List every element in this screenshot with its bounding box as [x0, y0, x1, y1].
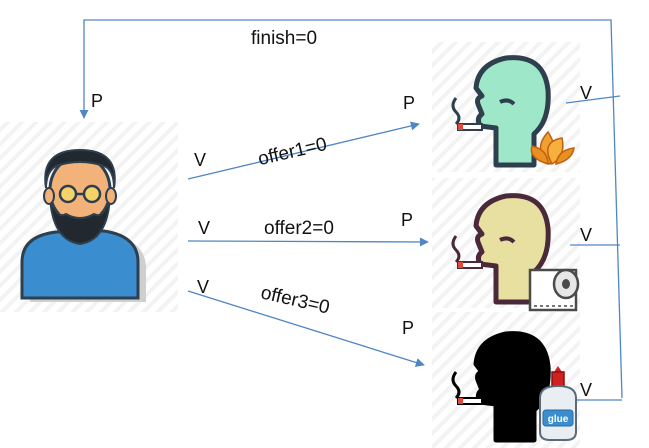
tobacco-leaf-icon	[530, 130, 575, 166]
p-label-offer1: P	[403, 93, 415, 113]
finish-loop-line	[79, 19, 623, 399]
paper-roll-icon	[528, 268, 580, 312]
v-label-smoker3: V	[580, 380, 592, 400]
offer3-arrow	[187, 290, 425, 367]
agent-person-icon	[20, 148, 146, 302]
paper-smoker-icon	[451, 193, 580, 312]
offer3-label: offer3=0	[259, 282, 332, 318]
glue-smoker-icon: glue	[451, 331, 577, 443]
p-label-offer3: P	[402, 318, 414, 338]
offer1-label: offer1=0	[256, 134, 329, 170]
tobacco-smoker-icon	[451, 55, 575, 168]
p-label-finish: P	[91, 91, 103, 111]
offer2-arrow	[187, 237, 429, 247]
p-label-offer2: P	[401, 210, 413, 230]
smoker1-v-line	[565, 95, 621, 104]
offer2-label: offer2=0	[264, 218, 334, 239]
glue-bottle-icon: glue	[539, 366, 577, 441]
v-label-offer3: V	[197, 277, 209, 297]
v-label-smoker2: V	[580, 225, 592, 245]
v-label-offer2: V	[198, 218, 210, 238]
v-label-smoker1: V	[580, 83, 592, 103]
glue-label: glue	[548, 414, 569, 425]
offer1-arrow	[187, 121, 420, 180]
finish-label: finish=0	[251, 28, 317, 49]
v-label-offer1: V	[194, 150, 206, 170]
